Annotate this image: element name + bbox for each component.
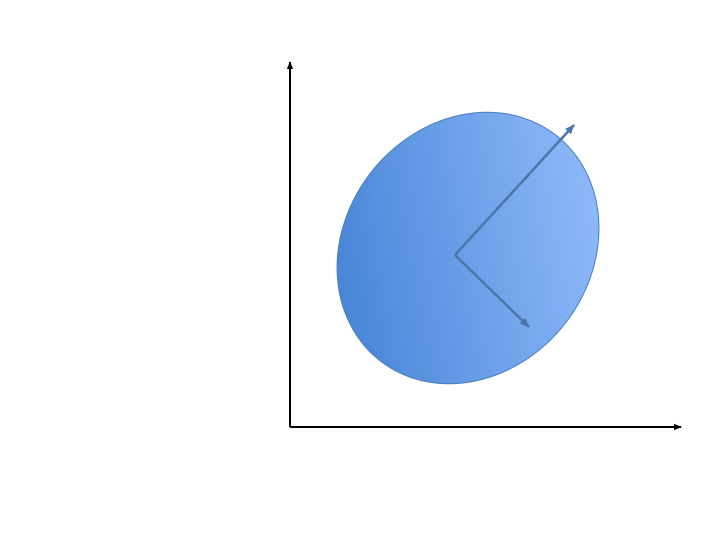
covariance-ellipse bbox=[336, 111, 600, 385]
major-axis-vector bbox=[454, 124, 575, 256]
minor-axis-vector bbox=[454, 254, 530, 328]
